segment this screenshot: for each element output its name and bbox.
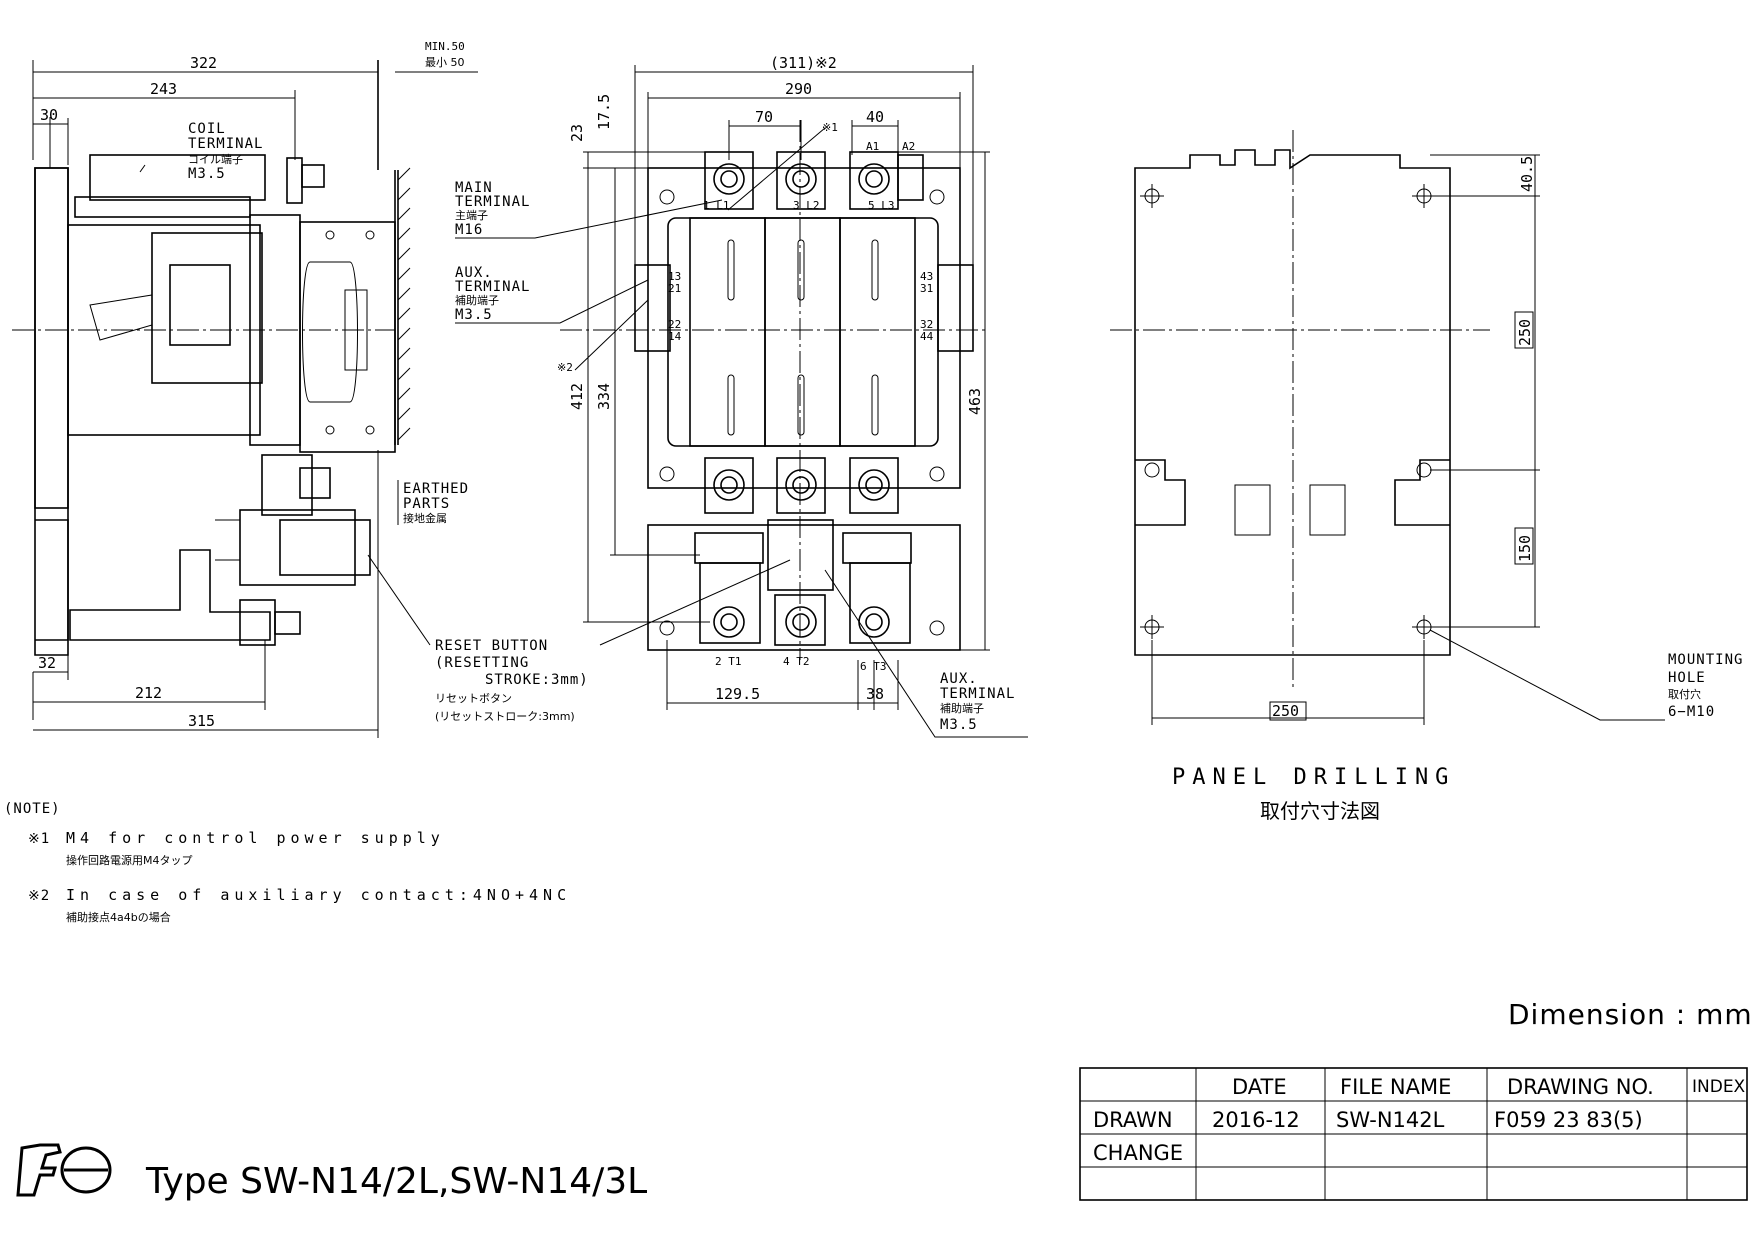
- main-terminal-jp: 主端子: [455, 209, 488, 222]
- header-index: INDEX: [1692, 1077, 1746, 1097]
- dim-212: 212: [135, 684, 162, 702]
- dim-40-5: 40.5: [1518, 156, 1536, 192]
- fuji-electric-logo: [16, 1143, 112, 1197]
- dim-23: 23: [568, 124, 586, 142]
- pin-44: 44: [920, 330, 934, 343]
- header-file-name: FILE NAME: [1340, 1075, 1451, 1099]
- earthed-parts-label-2: PARTS: [403, 496, 450, 512]
- panel-drilling-title: PANEL DRILLING: [1172, 765, 1455, 790]
- note2-text: In case of auxiliary contact:4NO+4NC: [66, 886, 571, 904]
- note1-jp: 操作回路電源用M4タップ: [66, 853, 193, 867]
- reset-button-jp-1: リセットボタン: [435, 692, 512, 705]
- header-date: DATE: [1232, 1075, 1287, 1099]
- row-drawn-number: F059 23 83(5): [1494, 1108, 1643, 1132]
- aux-terminal-bottom-jp: 補助端子: [940, 701, 984, 715]
- dim-243: 243: [150, 80, 177, 98]
- dim-17-5: 17.5: [595, 94, 613, 130]
- dim-129-5: 129.5: [715, 685, 760, 703]
- aux-terminal-bottom-label-2: TERMINAL: [940, 686, 1015, 702]
- dim-311: (311)※2: [770, 54, 837, 72]
- unit-label: Dimension : mm: [1508, 998, 1753, 1031]
- dim-40: 40: [866, 108, 884, 126]
- notes-heading: (NOTE): [4, 801, 61, 817]
- mounting-hole-label-2: HOLE: [1668, 670, 1706, 686]
- pin-t3: 6 T3: [860, 660, 887, 673]
- main-terminal-label-2: TERMINAL: [455, 194, 530, 210]
- dim-412: 412: [568, 383, 586, 410]
- row-drawn-file: SW-N142L: [1336, 1108, 1445, 1132]
- note1-mark-text: ※1: [28, 831, 50, 847]
- title-block: DATE FILE NAME DRAWING NO. INDEX DRAWN 2…: [1079, 1067, 1748, 1201]
- pin-13: 13: [668, 270, 681, 283]
- note2-mark-text: ※2: [28, 888, 50, 904]
- dim-30: 30: [40, 106, 58, 124]
- earthed-parts-jp: 接地金属: [403, 511, 447, 525]
- pin-21: 21: [668, 282, 681, 295]
- coil-terminal-spec: M3.5: [188, 166, 226, 182]
- dim-min50: MIN.50: [425, 40, 465, 53]
- pin-t1: 2 T1: [715, 655, 742, 668]
- dim-32: 32: [38, 654, 56, 672]
- pin-43: 43: [920, 270, 933, 283]
- coil-terminal-label-2: TERMINAL: [188, 136, 263, 152]
- pin-a1: A1: [866, 140, 879, 153]
- mounting-hole-jp: 取付穴: [1668, 687, 1701, 701]
- pin-l2: 3 L2: [793, 199, 820, 212]
- dim-322: 322: [190, 54, 217, 72]
- pin-a2: A2: [902, 140, 915, 153]
- reset-button-label-3: STROKE:3mm): [485, 672, 589, 688]
- pin-t2: 4 T2: [783, 655, 810, 668]
- header-drawing-no: DRAWING NO.: [1507, 1075, 1654, 1099]
- dim-150: 150: [1516, 535, 1534, 562]
- dim-315: 315: [188, 712, 215, 730]
- main-terminal-spec: M16: [455, 222, 483, 238]
- pin-31: 31: [920, 282, 933, 295]
- aux-terminal-bottom-spec: M3.5: [940, 717, 978, 733]
- pin-22: 22: [668, 318, 681, 331]
- row-drawn-label: DRAWN: [1093, 1108, 1173, 1132]
- note1-mark: ※1: [822, 121, 838, 134]
- panel-drilling-view: 40.5 250 150 250 MOUNTING HOLE 取付穴 6−M10…: [1110, 130, 1743, 823]
- row-change-label: CHANGE: [1093, 1141, 1183, 1165]
- dim-250-horizontal: 250: [1272, 702, 1299, 720]
- mounting-hole-spec: 6−M10: [1668, 704, 1715, 720]
- front-view: (311)※2 290 70 40 23 17.5 412 334 463 12…: [455, 54, 1028, 738]
- pin-l3: 5 L3: [868, 199, 895, 212]
- dim-290: 290: [785, 80, 812, 98]
- type-label: Type SW-N14/2L,SW-N14/3L: [145, 1161, 647, 1202]
- dim-min50-jp: 最小 50: [425, 56, 465, 69]
- mounting-hole-label-1: MOUNTING: [1668, 652, 1743, 668]
- dim-70: 70: [755, 108, 773, 126]
- dim-334: 334: [595, 383, 613, 410]
- notes: (NOTE) ※1 M4 for control power supply 操作…: [4, 801, 571, 924]
- pin-32: 32: [920, 318, 933, 331]
- earthed-parts-label-1: EARTHED: [403, 481, 469, 497]
- dim-463: 463: [966, 388, 984, 415]
- pin-14: 14: [668, 330, 682, 343]
- row-drawn-date: 2016-12: [1212, 1108, 1300, 1132]
- coil-terminal-label-1: COIL: [188, 121, 226, 137]
- reset-button-label-1: RESET BUTTON: [435, 638, 548, 654]
- aux-terminal-label-2: TERMINAL: [455, 279, 530, 295]
- reset-button-label-2: (RESETTING: [435, 655, 529, 671]
- aux-terminal-bottom-label-1: AUX.: [940, 671, 978, 687]
- dim-38: 38: [866, 685, 884, 703]
- reset-button-jp-2: (リセットストローク:3mm): [435, 710, 575, 723]
- note2-mark: ※2: [557, 361, 573, 374]
- main-terminal-label-1: MAIN: [455, 180, 493, 196]
- note2-jp: 補助接点4a4bの場合: [66, 910, 171, 924]
- dim-250-vertical: 250: [1516, 319, 1534, 346]
- footer: Dimension : mm Type SW-N14/2L,SW-N14/3L …: [16, 998, 1753, 1202]
- coil-terminal-jp: コイル端子: [188, 153, 243, 166]
- panel-drilling-title-jp: 取付穴寸法図: [1260, 799, 1380, 823]
- note1-text: M4 for control power supply: [66, 829, 445, 847]
- aux-terminal-jp: 補助端子: [455, 293, 499, 307]
- aux-terminal-label-1: AUX.: [455, 265, 493, 281]
- aux-terminal-spec: M3.5: [455, 307, 493, 323]
- side-view: 322 243 30 32 212 315 MIN.50 最小 50 COIL …: [12, 40, 589, 738]
